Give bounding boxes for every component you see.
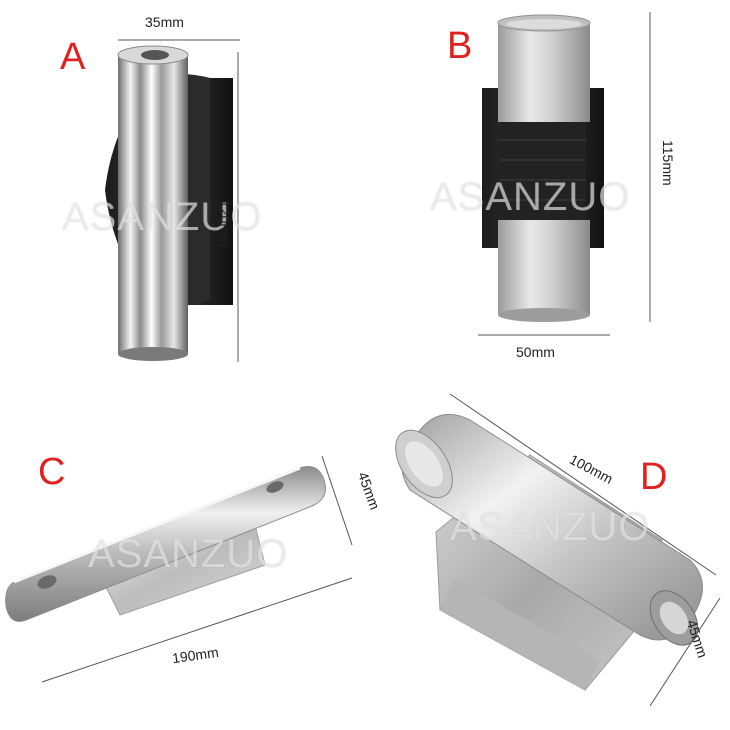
product-c-diameter-line (321, 455, 353, 546)
product-d-length-line (449, 393, 717, 576)
product-a-tube (118, 52, 188, 357)
product-d-label: D (640, 456, 668, 498)
product-b-width-text: 50mm (516, 344, 555, 360)
product-b-height-text: 115mm (660, 140, 676, 186)
product-c-tube (5, 466, 326, 622)
product-b-upper-tube (498, 22, 590, 122)
product-d-diameter-line (649, 597, 721, 707)
product-b-label: B (447, 25, 473, 67)
product-a-drawing (105, 39, 240, 362)
product-c-drawing (5, 455, 353, 683)
product-a-height-text: 120mm (217, 200, 233, 247)
product-b-drawing (478, 12, 651, 336)
product-a-label: A (60, 36, 86, 78)
product-a-width-text: 35mm (145, 14, 184, 30)
product-d-drawing (395, 393, 721, 707)
product-c-label: C (38, 451, 66, 493)
product-b-watermark: ASANZUO (430, 175, 631, 219)
product-c-length-line (41, 577, 353, 683)
product-d-watermark: ASANZUO (450, 505, 651, 549)
product-a-watermark: ASANZUO (62, 195, 263, 239)
product-b-lower-tube (498, 220, 590, 315)
product-c-watermark: ASANZUO (88, 532, 289, 576)
